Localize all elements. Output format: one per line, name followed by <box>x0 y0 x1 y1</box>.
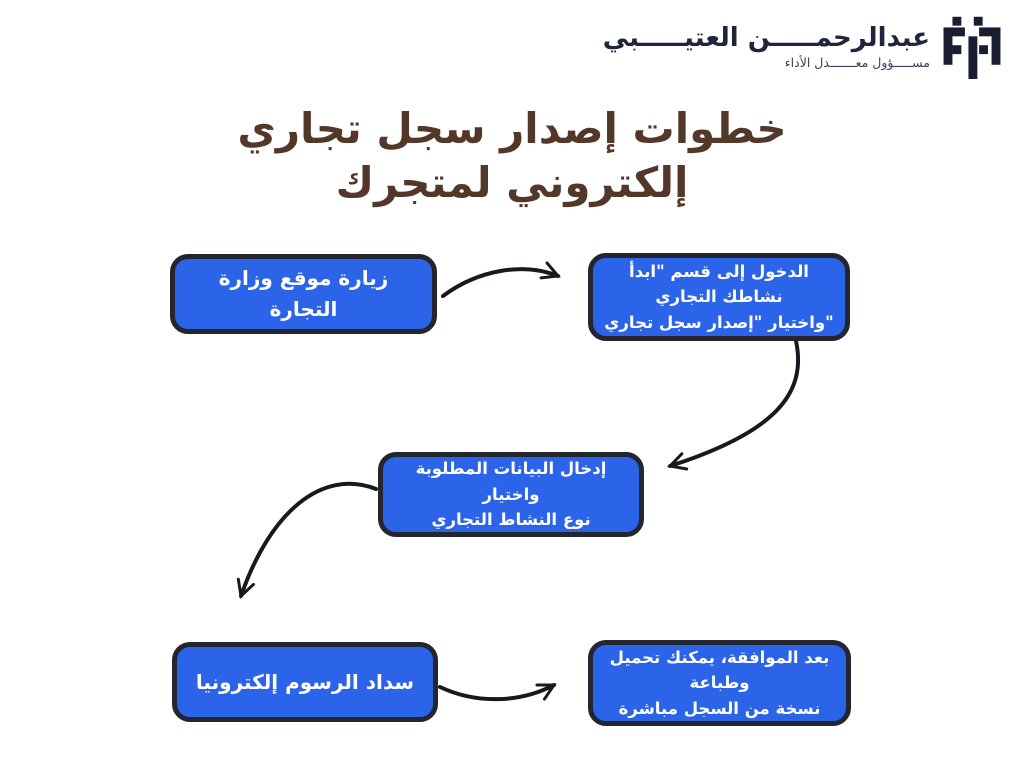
step-label-5: بعد الموافقة، يمكنك تحميل وطباعة نسخة من… <box>609 647 830 718</box>
step-box-2: الدخول إلى قسم "ابدأ نشاطك التجاري "واخت… <box>588 253 850 341</box>
brand-text-block: عبدالرحمـــــن العتيـــــبي مســـــؤول م… <box>603 24 930 71</box>
brand-name: عبدالرحمـــــن العتيـــــبي <box>602 22 930 53</box>
step-box-5: بعد الموافقة، يمكنك تحميل وطباعة نسخة من… <box>588 640 851 726</box>
step-box-3: إدخال البيانات المطلوبة واختيار نوع النش… <box>378 452 644 537</box>
arrow-step2-to-step3 <box>666 339 801 471</box>
brand-logo: عبدالرحمـــــن العتيـــــبي مســـــؤول م… <box>603 12 1004 82</box>
arrow-step3-to-step4 <box>236 482 378 600</box>
brand-mark-icon <box>943 16 1001 79</box>
step-box-1: زيارة موقع وزارة التجارة <box>170 254 437 334</box>
page-title: خطوات إصدار سجل تجاري إلكتروني لمتجرك <box>237 104 787 207</box>
step-label-3: إدخال البيانات المطلوبة واختيار نوع النش… <box>415 459 607 530</box>
step-label-4: سداد الرسوم إلكترونيا <box>195 669 415 694</box>
step-label-2: الدخول إلى قسم "ابدأ نشاطك التجاري "واخت… <box>604 261 834 332</box>
step-box-4: سداد الرسوم إلكترونيا <box>172 642 438 722</box>
arrow-step4-to-step5 <box>438 683 557 702</box>
brand-tagline: مســـــؤول معـــــــدل الأداء <box>784 55 930 71</box>
arrow-step1-to-step2 <box>441 261 561 298</box>
step-label-1: زيارة موقع وزارة التجارة <box>218 266 389 321</box>
